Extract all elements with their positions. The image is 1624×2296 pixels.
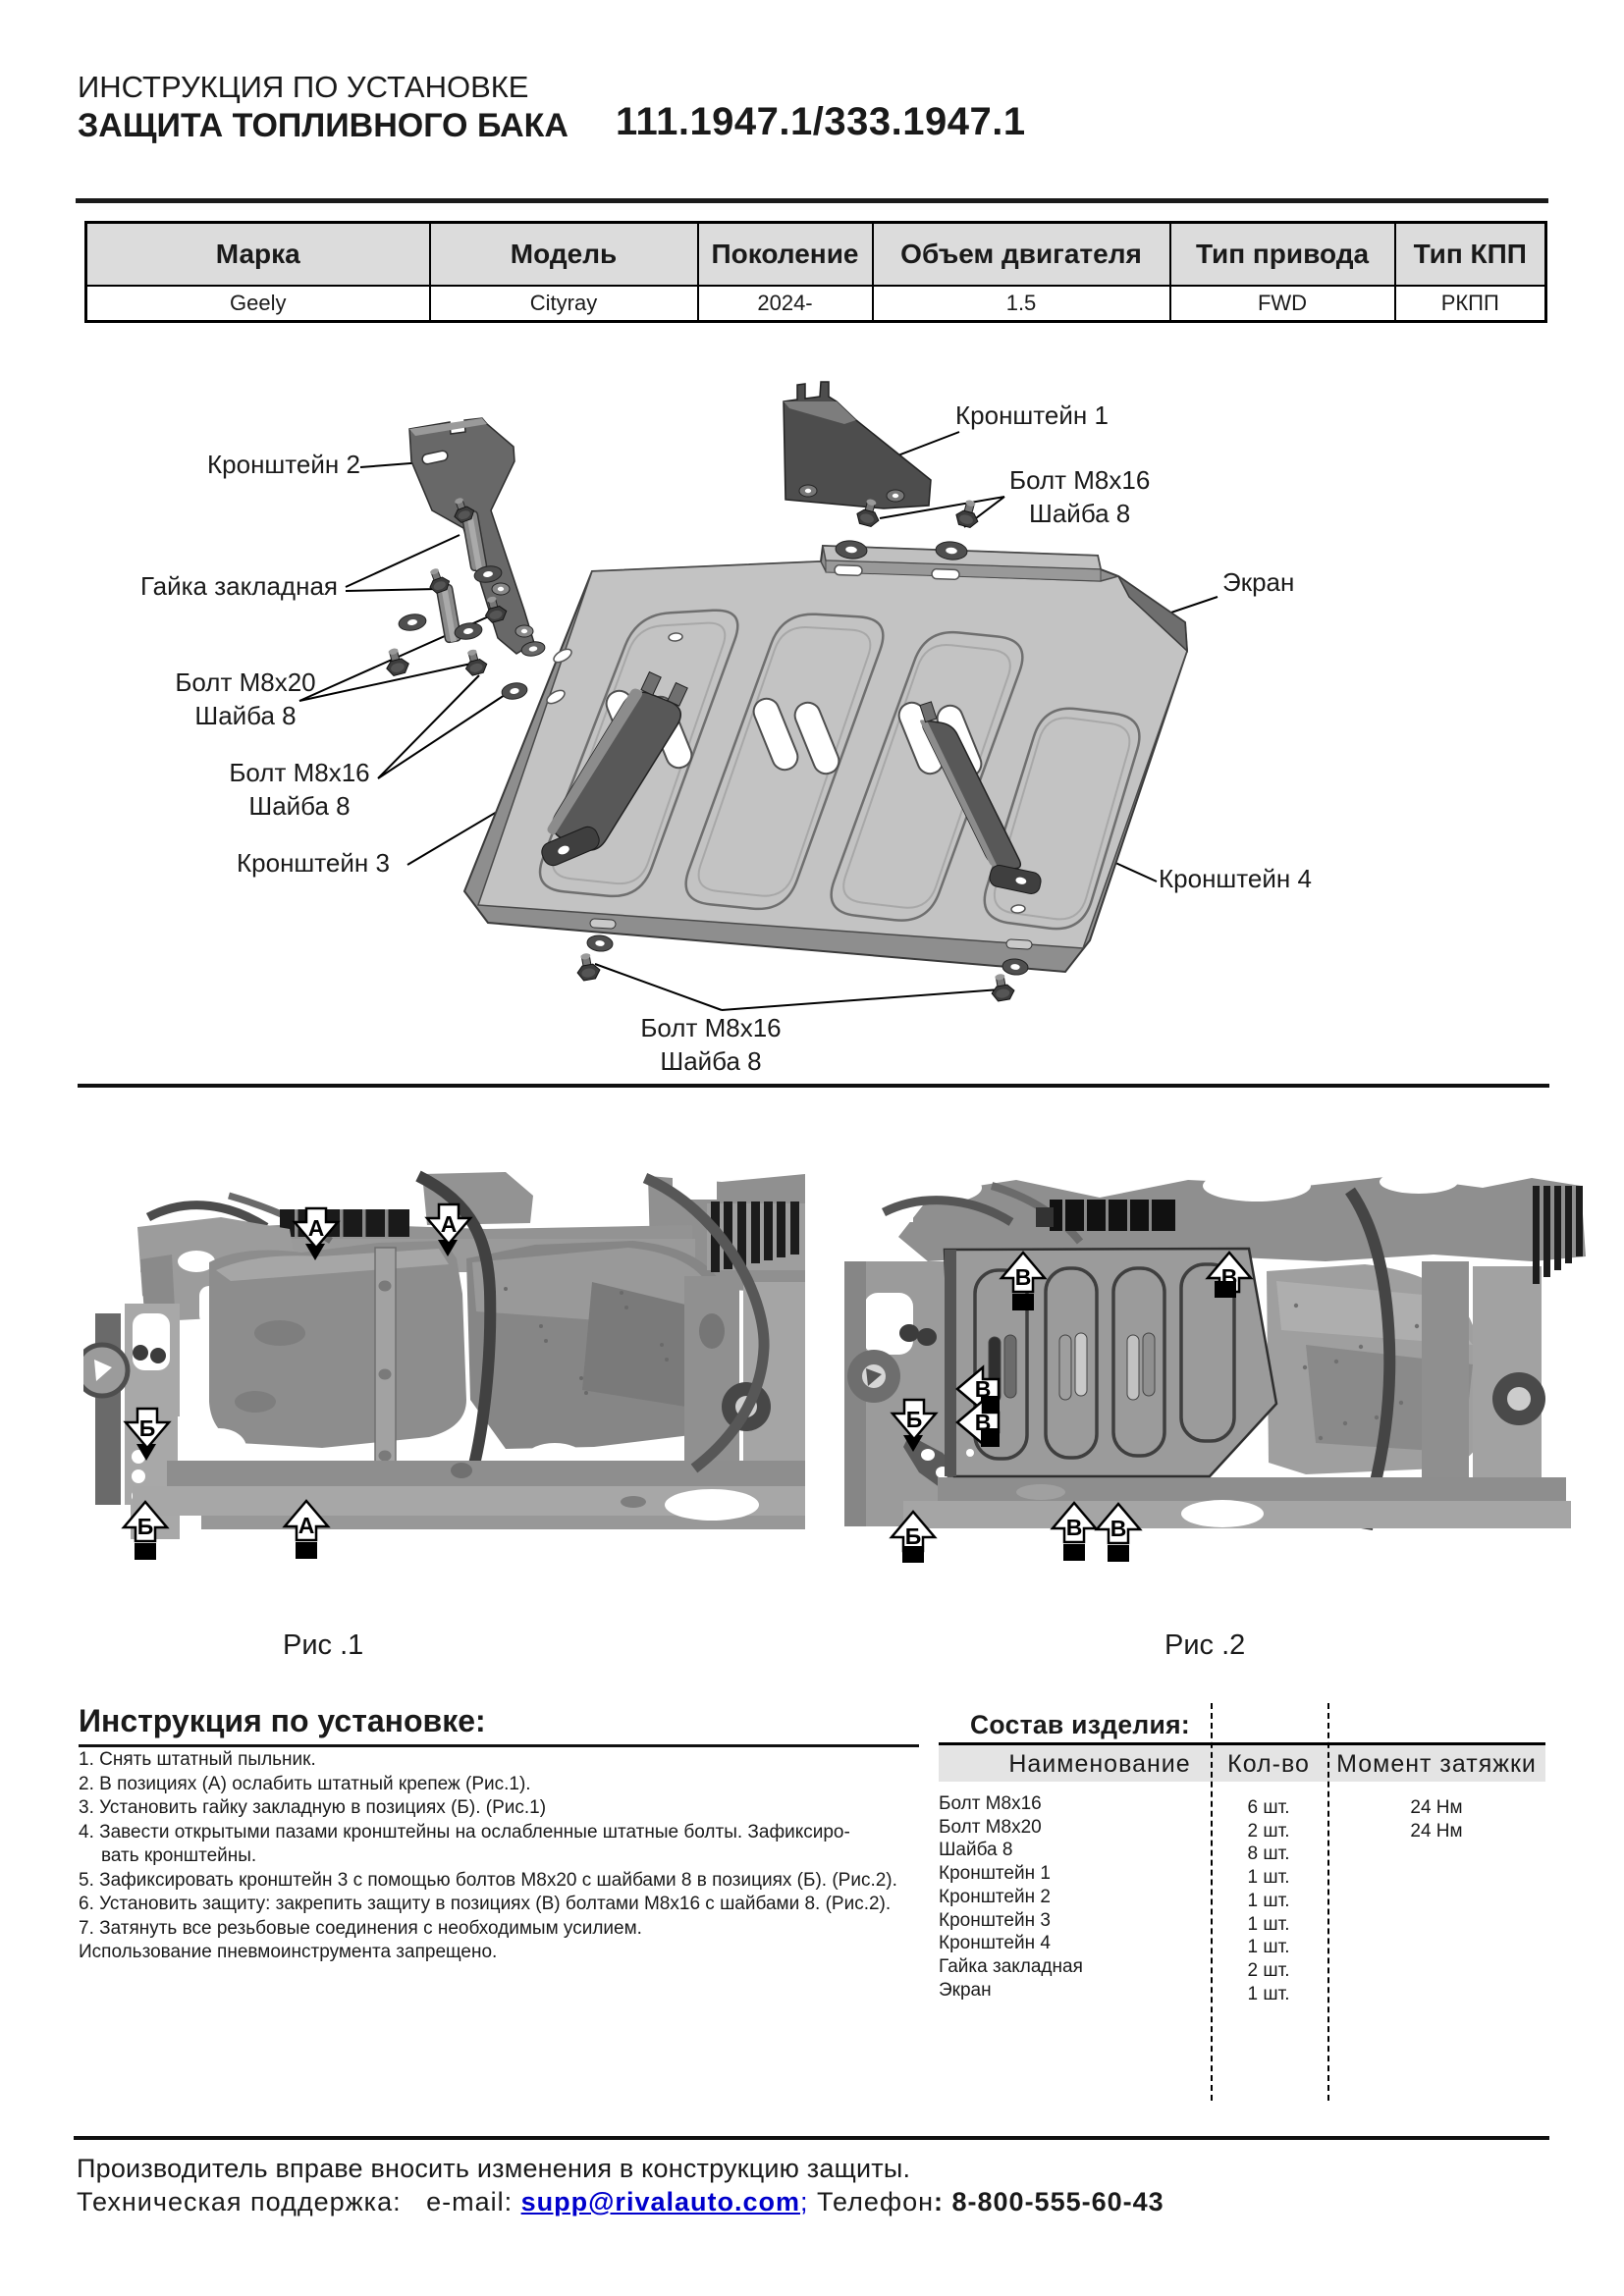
svg-text:Шайба 8: Шайба 8	[1029, 499, 1130, 528]
svg-text:Болт М8х16: Болт М8х16	[640, 1013, 781, 1042]
svg-text:А: А	[308, 1215, 325, 1241]
svg-text:Б: Б	[906, 1407, 923, 1432]
svg-text:Шайба 8: Шайба 8	[194, 701, 296, 730]
svg-text:В: В	[1110, 1516, 1127, 1541]
svg-text:Кронштейн 2: Кронштейн 2	[207, 450, 360, 479]
svg-text:А: А	[441, 1211, 458, 1237]
svg-text:Кронштейн 1: Кронштейн 1	[955, 400, 1109, 430]
svg-text:Кронштейн 4: Кронштейн 4	[1159, 864, 1312, 893]
svg-text:Болт М8х20: Болт М8х20	[175, 667, 315, 697]
svg-text:Кронштейн 3: Кронштейн 3	[237, 848, 390, 878]
svg-text:Б: Б	[905, 1523, 922, 1549]
svg-text:Б: Б	[137, 1514, 154, 1539]
svg-text:А: А	[298, 1513, 315, 1538]
svg-text:Болт М8х16: Болт М8х16	[229, 758, 369, 787]
svg-text:Б: Б	[139, 1415, 156, 1441]
svg-text:Экран: Экран	[1222, 567, 1294, 597]
svg-text:В: В	[1015, 1264, 1032, 1290]
svg-text:Болт М8х16: Болт М8х16	[1009, 465, 1150, 495]
svg-text:В: В	[975, 1376, 992, 1402]
svg-text:Шайба 8: Шайба 8	[248, 791, 350, 821]
svg-text:Шайба 8: Шайба 8	[660, 1046, 761, 1076]
svg-text:В: В	[1066, 1515, 1083, 1540]
svg-text:Гайка закладная: Гайка закладная	[140, 571, 338, 601]
